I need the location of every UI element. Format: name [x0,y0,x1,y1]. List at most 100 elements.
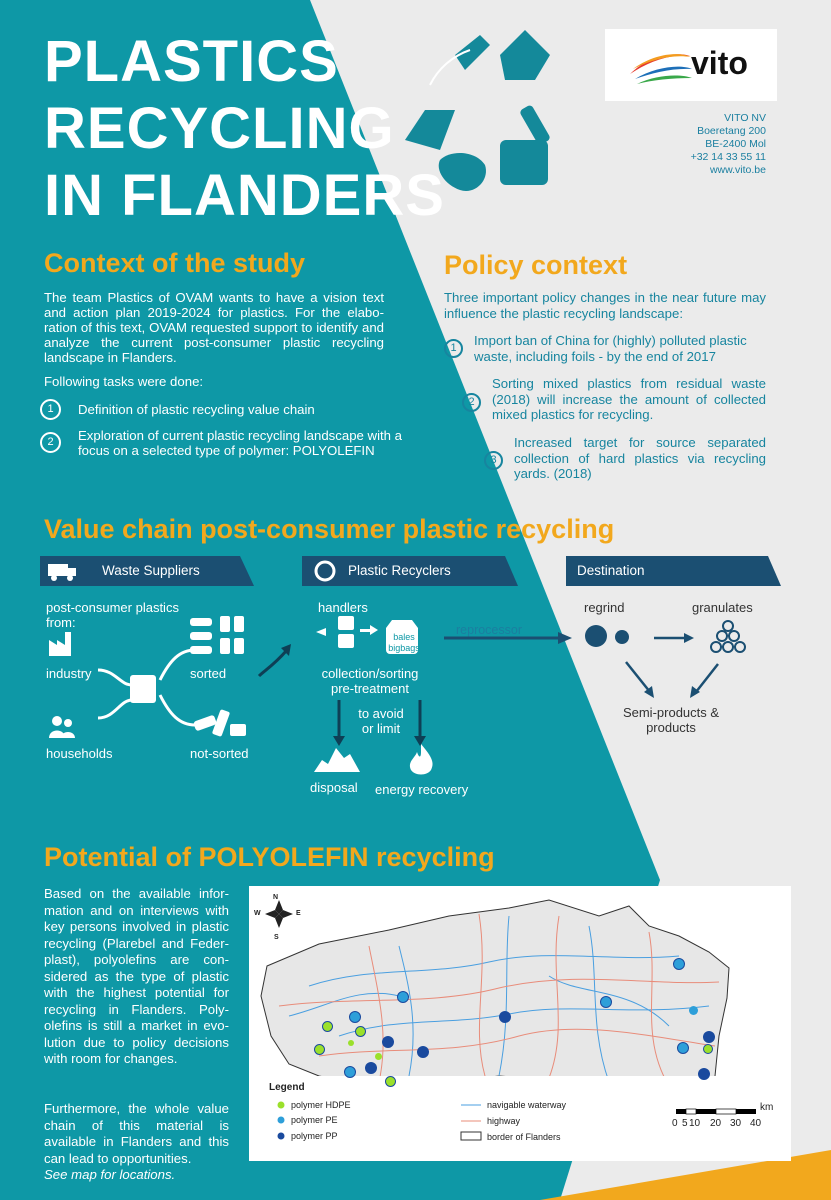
legend-pp: polymer PP [291,1131,338,1141]
fire-icon [406,742,436,781]
label-handlers: handlers [318,600,368,615]
avoid-arrows [333,700,426,746]
scale-tick: 20 [710,1118,722,1129]
suppliers-intro: post-consumer plastics from: [46,600,179,630]
sorted-plastics-icon [188,614,248,665]
address-line: Boeretang 200 [697,125,766,137]
label-avoid: to avoid or limit [358,706,404,736]
disposal-icon [312,740,362,779]
label-industry: industry [46,666,92,681]
legend-waterway: navigable waterway [487,1100,567,1110]
label-sorted: sorted [190,666,227,681]
task-number: 2 [40,432,61,453]
destination-arrows [625,633,719,698]
reprocessor-arrow [444,632,572,644]
flanders-map: N S E W Legend polymer HDPE polymer PE p… [249,886,791,1161]
handlers-icon [308,614,428,669]
scale-unit: km [760,1102,774,1113]
policy-item: Increased target for source separated co… [514,435,766,481]
address-line: www.vito.be [709,164,766,176]
value-chain-heading: Value chain post-consumer plastic recycl… [44,514,615,544]
marker-pp [417,1046,429,1058]
marker-hdpe [375,1053,382,1060]
label-households: households [46,746,113,761]
title-line-2: RECYCLING [44,96,395,161]
policy-number: 3 [484,451,503,470]
label-not-sorted: not-sorted [190,746,249,761]
marker-hdpe [322,1021,333,1032]
marker-pp [365,1062,377,1074]
policy-heading: Policy context [444,250,628,280]
marker-pp [499,1011,511,1023]
scale-tick: 5 [682,1118,688,1129]
label-disposal: disposal [310,780,358,795]
address-block: VITO NV Boeretang 200 BE-2400 Mol +32 14… [640,112,766,177]
title-line-1: PLASTICS [44,29,339,94]
map-svg [249,899,791,1161]
legend-highway: highway [487,1116,521,1126]
label-bales: bales bigbags [388,632,420,653]
vito-logo: vito [605,29,777,101]
vito-logo-mark [630,54,692,84]
page-title: PLASTICS RECYCLING IN FLANDERS [44,28,445,229]
scale-tick: 10 [689,1118,701,1129]
marker-pe [689,1006,698,1015]
marker-hdpe [355,1026,366,1037]
banner-plastic-recyclers: Plastic Recyclers [348,563,451,578]
marker-hdpe [385,1076,396,1087]
address-line: BE-2400 Mol [705,138,766,150]
address-line: VITO NV [724,112,766,124]
label-granulates: granulates [692,600,753,615]
marker-pp [382,1036,394,1048]
marker-hdpe [348,1040,354,1046]
granulates-icon [708,618,748,663]
compass-w: W [254,910,261,917]
context-heading: Context of the study [44,248,305,278]
policy-number: 1 [444,339,463,358]
marker-pe [397,991,409,1003]
marker-pe [349,1011,361,1023]
title-line-3: IN FLANDERS [44,163,445,228]
potential-text-2: Furthermore, the whole value chain of th… [44,1101,229,1166]
context-text: The team Plastics of OVAM wants to have … [44,290,384,365]
label-energy-recovery: energy recovery [375,782,469,797]
marker-pe [677,1042,689,1054]
factory-icon [47,630,73,661]
policy-number: 2 [462,393,481,412]
regrind-icon [580,620,636,659]
value-chain-banners [40,556,781,586]
tasks-intro: Following tasks were done: [44,374,204,389]
label-regrind: regrind [584,600,625,615]
task-text: Definition of plastic recycling value ch… [78,402,315,417]
marker-pe [344,1066,356,1078]
legend-hdpe: polymer HDPE [291,1100,351,1110]
potential-heading: Potential of POLYOLEFIN recycling [44,842,495,872]
scale-tick: 0 [672,1118,678,1129]
policy-item: Import ban of China for (highly) pollute… [474,333,747,364]
potential-text: Based on the available infor-mation and … [44,886,229,1066]
households-icon [47,714,77,745]
arrow-to-recyclers [257,644,291,678]
policy-item: Sorting mixed plastics from residual was… [492,376,766,422]
scale-tick: 40 [750,1118,762,1129]
task-text: Exploration of current plastic recycling… [78,428,402,458]
task-number: 1 [40,399,61,420]
unsorted-plastics-icon [190,708,250,749]
scale-tick: 30 [730,1118,742,1129]
policy-intro: Three important policy changes in the ne… [444,290,766,321]
compass-e: E [296,910,301,917]
marker-hdpe [314,1044,325,1055]
banner-waste-suppliers: Waste Suppliers [102,563,200,578]
logo-text: vito [691,45,748,81]
marker-hdpe [703,1044,713,1054]
marker-pp [698,1068,710,1080]
marker-pe [673,958,685,970]
label-reprocessor: reprocessor [456,623,522,637]
legend-title: Legend [269,1082,305,1093]
legend-border: border of Flanders [487,1132,561,1142]
address-line: +32 14 33 55 11 [690,151,766,163]
compass-n: N [273,894,279,901]
label-collection: collection/sorting pre-treatment [321,666,419,696]
compass-s: S [274,934,279,941]
label-semi-products: Semi-products & products [622,705,720,735]
